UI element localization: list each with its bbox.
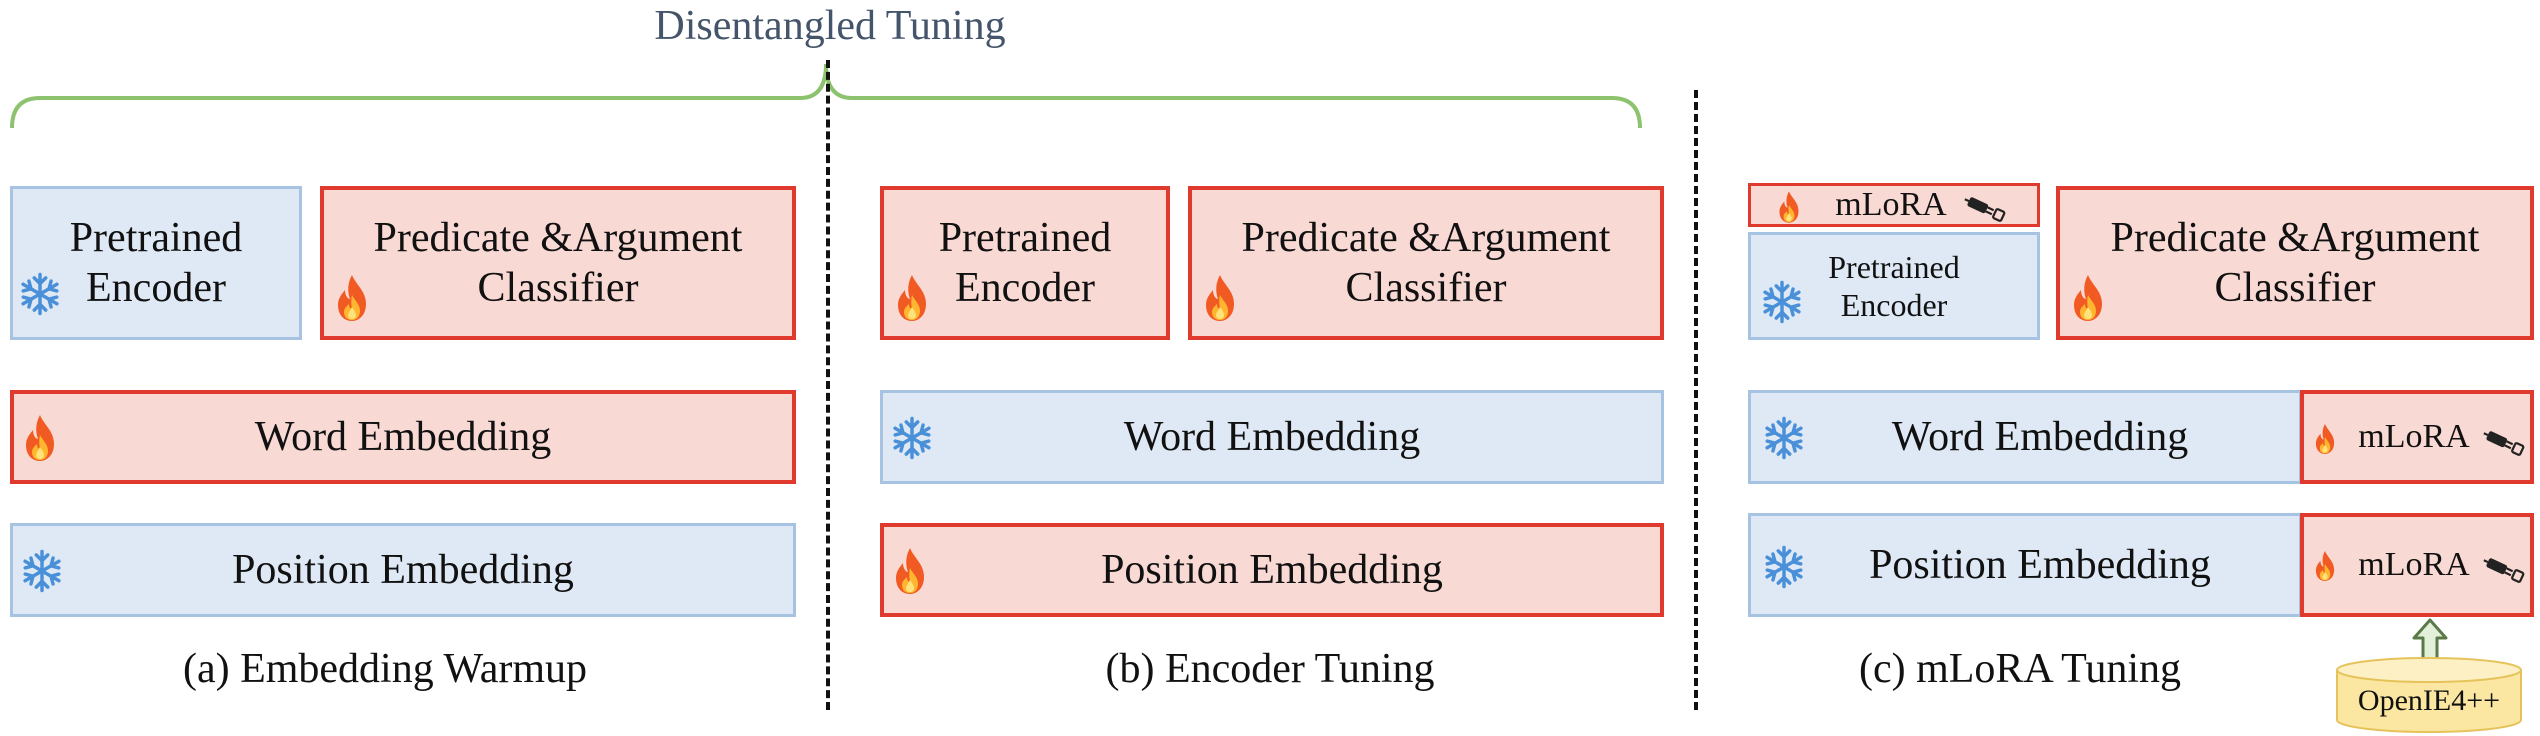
- snowflake-icon: [1759, 279, 1805, 325]
- panel-a-word-embedding: Word Embedding: [10, 390, 796, 484]
- flame-icon: [2312, 422, 2338, 456]
- flame-icon: [2312, 549, 2338, 583]
- diagram-title: Disentangled Tuning: [654, 3, 1006, 49]
- flame-icon: [1200, 272, 1240, 324]
- flame-icon: [2068, 272, 2108, 324]
- panel-b-classifier: Predicate &Argument Classifier: [1188, 186, 1664, 340]
- plug-icon: [1963, 194, 2007, 222]
- panel-c-caption: (c) mLoRA Tuning: [1858, 646, 2182, 692]
- plug-icon: [2482, 428, 2526, 456]
- panel-a-encoder-label: Pretrained Encoder: [69, 214, 243, 311]
- panel-c-word-label: Word Embedding: [1891, 413, 2189, 460]
- snowflake-icon: [19, 548, 65, 594]
- plug-icon: [2482, 555, 2526, 583]
- brace: [10, 63, 1642, 129]
- panel-a-encoder: Pretrained Encoder: [10, 186, 302, 340]
- snowflake-icon: [1761, 544, 1807, 590]
- flame-icon: [1775, 190, 1803, 224]
- openie-database: OpenIE4++: [2334, 656, 2524, 734]
- snowflake-icon: [17, 271, 63, 317]
- panel-c-position-mlora: mLoRA: [2300, 513, 2534, 617]
- snowflake-icon: [889, 415, 935, 461]
- panel-c-classifier: Predicate &Argument Classifier: [2056, 186, 2534, 340]
- panel-c-word-mlora-label: mLoRA: [2358, 417, 2470, 455]
- panel-a-classifier-label: Predicate &Argument Classifier: [373, 214, 743, 311]
- cylinder-icon: [2336, 657, 2522, 733]
- panel-c-position-mlora-label: mLoRA: [2358, 545, 2470, 583]
- panel-c-mlora-top: mLoRA: [1748, 183, 2040, 227]
- panel-a-classifier: Predicate &Argument Classifier: [320, 186, 796, 340]
- divider-left: [826, 60, 830, 710]
- panel-c-classifier-label: Predicate &Argument Classifier: [2110, 214, 2480, 311]
- panel-c-position-embedding: Position Embedding: [1748, 513, 2302, 617]
- flame-icon: [332, 272, 372, 324]
- divider-right: [1694, 90, 1698, 710]
- panel-b-classifier-label: Predicate &Argument Classifier: [1241, 214, 1611, 311]
- panel-a-caption: (a) Embedding Warmup: [182, 646, 588, 692]
- flame-icon: [892, 272, 932, 324]
- panel-a-word-label: Word Embedding: [254, 413, 552, 460]
- panel-c-word-embedding: Word Embedding: [1748, 390, 2302, 484]
- panel-b-position-label: Position Embedding: [1101, 546, 1443, 593]
- panel-b-encoder: Pretrained Encoder: [880, 186, 1170, 340]
- panel-c-word-mlora: mLoRA: [2300, 390, 2534, 484]
- snowflake-icon: [1761, 415, 1807, 461]
- flame-icon: [890, 545, 930, 597]
- panel-b-word-label: Word Embedding: [1123, 413, 1421, 460]
- panel-c-mlora-top-label: mLoRA: [1835, 185, 1947, 223]
- panel-c-encoder-label: Pretrained Encoder: [1828, 248, 1960, 323]
- openie-label: OpenIE4++: [2357, 684, 2501, 717]
- panel-a-position-embedding: Position Embedding: [10, 523, 796, 617]
- panel-b-position-embedding: Position Embedding: [880, 523, 1664, 617]
- panel-b-caption: (b) Encoder Tuning: [1105, 646, 1435, 692]
- panel-c-position-label: Position Embedding: [1869, 541, 2211, 588]
- panel-b-word-embedding: Word Embedding: [880, 390, 1664, 484]
- panel-a-position-label: Position Embedding: [232, 546, 574, 593]
- flame-icon: [20, 412, 60, 464]
- panel-b-encoder-label: Pretrained Encoder: [938, 214, 1112, 311]
- panel-c-encoder: Pretrained Encoder: [1748, 232, 2040, 340]
